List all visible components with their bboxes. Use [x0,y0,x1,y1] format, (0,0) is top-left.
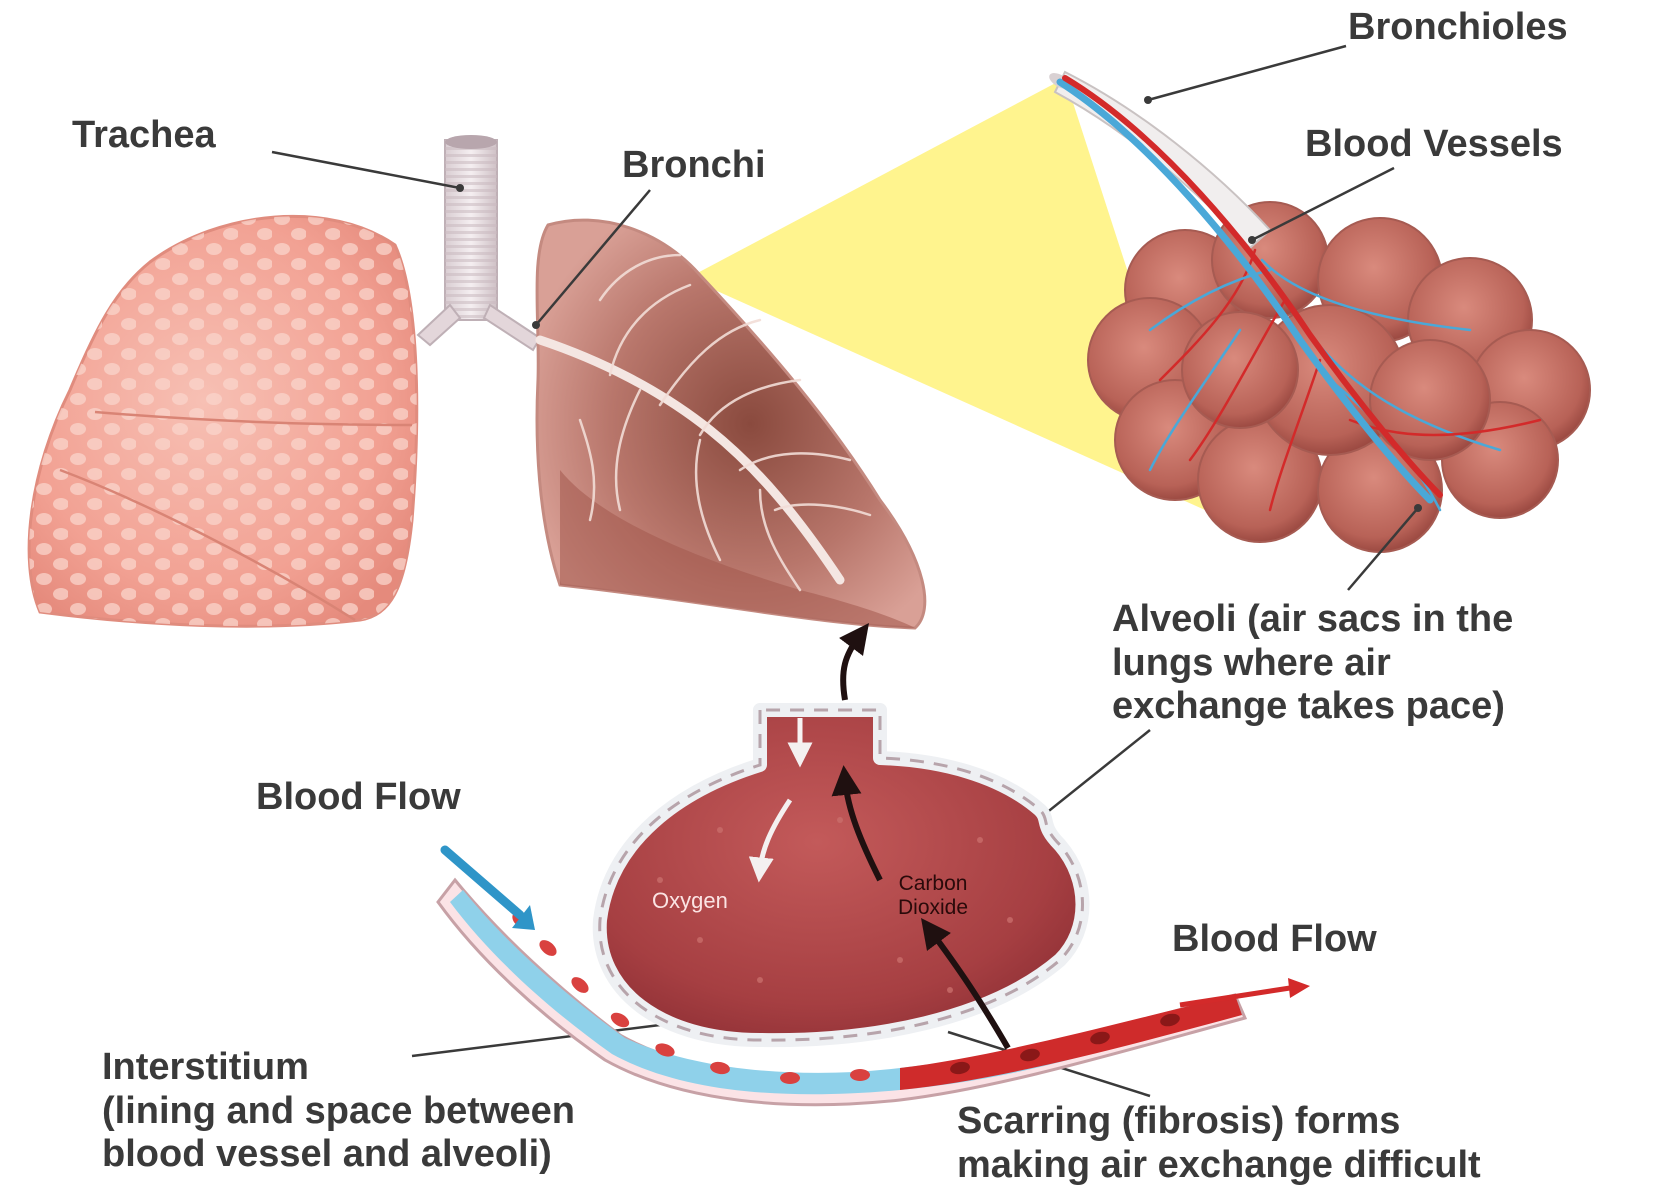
bronchi-label: Bronchi [622,144,766,188]
blood-vessels-label: Blood Vessels [1305,123,1563,167]
scarring-label: Scarring (fibrosis) forms making air exc… [957,1100,1481,1187]
oxygen-label: Oxygen [652,888,728,913]
interstitium-label: Interstitium (lining and space between b… [102,1046,575,1177]
blood-flow-right-label: Blood Flow [1172,918,1377,962]
blood-flow-left-label: Blood Flow [256,776,461,820]
carbon-dioxide-label-line-2: Dioxide [898,896,968,920]
bronchioles-label: Bronchioles [1348,6,1568,50]
scarring-label-line-1: Scarring (fibrosis) forms [957,1100,1481,1144]
bronchioles-pointer [1148,46,1346,100]
alveoli-label-line-1: Alveoli (air sacs in the [1112,598,1513,642]
carbon-dioxide-label: Carbon Dioxide [898,872,968,920]
interstitium-label-line-1: Interstitium [102,1046,575,1090]
scarring-label-line-2: making air exchange difficult [957,1144,1481,1187]
alveoli-label: Alveoli (air sacs in the lungs where air… [1112,598,1513,729]
trachea-label: Trachea [72,114,216,158]
left-lung [29,216,417,626]
interstitium-label-line-3: blood vessel and alveoli) [102,1133,575,1177]
alveoli-label-line-3: exchange takes pace) [1112,685,1513,729]
carbon-dioxide-label-line-1: Carbon [898,872,968,896]
alveoli-label-line-2: lungs where air [1112,642,1513,686]
interstitium-label-line-2: (lining and space between [102,1090,575,1134]
alveolus-sac [600,635,1083,1048]
trachea [418,135,540,350]
trachea-pointer [272,152,460,188]
